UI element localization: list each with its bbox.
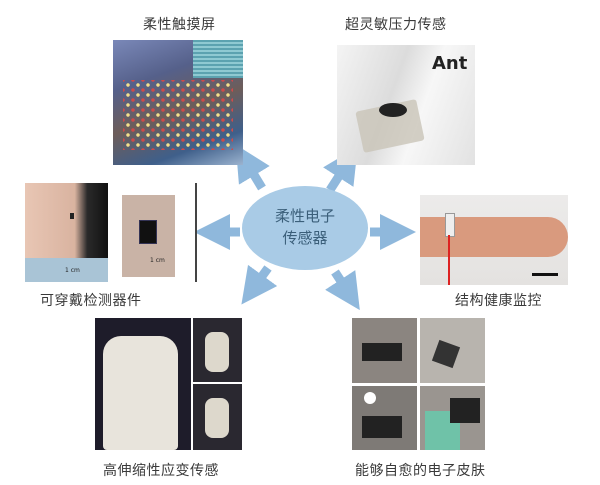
label-skin: 能够自愈的电子皮肤 <box>355 463 486 479</box>
sensor-card-photo: 1 cm <box>122 195 175 277</box>
center-label: 柔性电子 传感器 <box>242 205 368 249</box>
label-wearable: 可穿戴检测器件 <box>40 293 142 309</box>
label-strain: 高伸缩性应变传感 <box>103 463 219 479</box>
label-health: 结构健康监控 <box>455 293 542 309</box>
strain-photo <box>95 318 242 450</box>
wearable-photo: 1 cm 1 cm <box>25 183 197 282</box>
arrow-up-left <box>235 144 270 191</box>
skin-photo <box>352 318 485 450</box>
touchscreen-photo <box>113 40 243 165</box>
scale-text-card: 1 cm <box>150 257 165 264</box>
center-label-line1: 柔性电子 <box>274 207 335 225</box>
health-photo <box>420 195 568 285</box>
arrow-down-right <box>325 269 360 311</box>
center-ellipse <box>242 186 368 270</box>
label-pressure: 超灵敏压力传感 <box>345 17 447 33</box>
ant-text: Ant <box>432 53 468 74</box>
label-touchscreen: 柔性触摸屏 <box>143 17 216 33</box>
pressure-photo: Ant <box>337 45 475 165</box>
neck-photo: 1 cm <box>25 183 108 282</box>
arrow-down-left <box>241 264 278 305</box>
ant-icon <box>379 103 407 117</box>
center-label-line2: 传感器 <box>282 229 328 247</box>
scale-text-neck: 1 cm <box>65 267 80 274</box>
arrow-up-right <box>323 146 358 193</box>
